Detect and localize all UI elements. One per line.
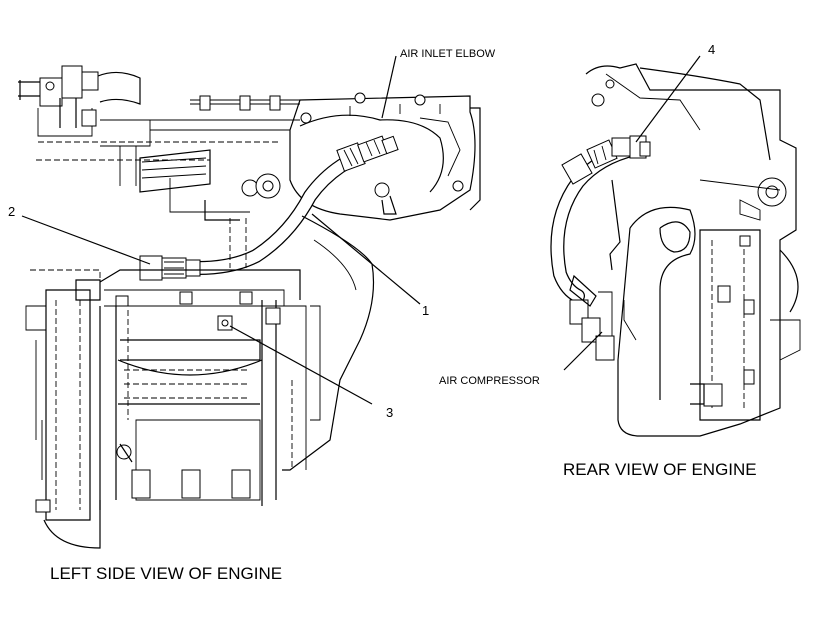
left-top-fittings xyxy=(18,65,151,147)
engine-block xyxy=(25,215,375,549)
callout-leaders-left xyxy=(21,55,421,405)
rear-view-caption: REAR VIEW OF ENGINE xyxy=(563,460,757,479)
callout-2: 2 xyxy=(8,204,15,219)
leader-air-compressor xyxy=(563,331,603,371)
leader-line-4 xyxy=(635,55,701,143)
rear-tube-assembly xyxy=(550,135,651,303)
upper-manifold xyxy=(36,95,300,221)
air-inlet-elbow-label: AIR INLET ELBOW xyxy=(400,48,496,60)
rear-housing xyxy=(585,63,799,437)
air-compressor-drawing xyxy=(569,179,801,421)
callout-4: 4 xyxy=(708,42,715,57)
tube-assembly xyxy=(139,135,399,281)
leader-line-2 xyxy=(21,215,151,265)
callout-1: 1 xyxy=(422,303,429,318)
leader-line-1 xyxy=(311,213,421,305)
rear-view-drawing xyxy=(550,55,801,437)
callout-3: 3 xyxy=(386,405,393,420)
left-side-view-drawing xyxy=(18,55,481,549)
callout-leaders-rear xyxy=(563,55,701,371)
left-view-caption: LEFT SIDE VIEW OF ENGINE xyxy=(50,564,282,583)
rear-air-tube xyxy=(617,206,696,400)
leader-air-inlet-elbow xyxy=(381,55,397,119)
air-inlet-elbow-drawing xyxy=(289,92,481,221)
air-compressor-label: AIR COMPRESSOR xyxy=(439,375,540,387)
leader-line-3 xyxy=(229,325,373,405)
